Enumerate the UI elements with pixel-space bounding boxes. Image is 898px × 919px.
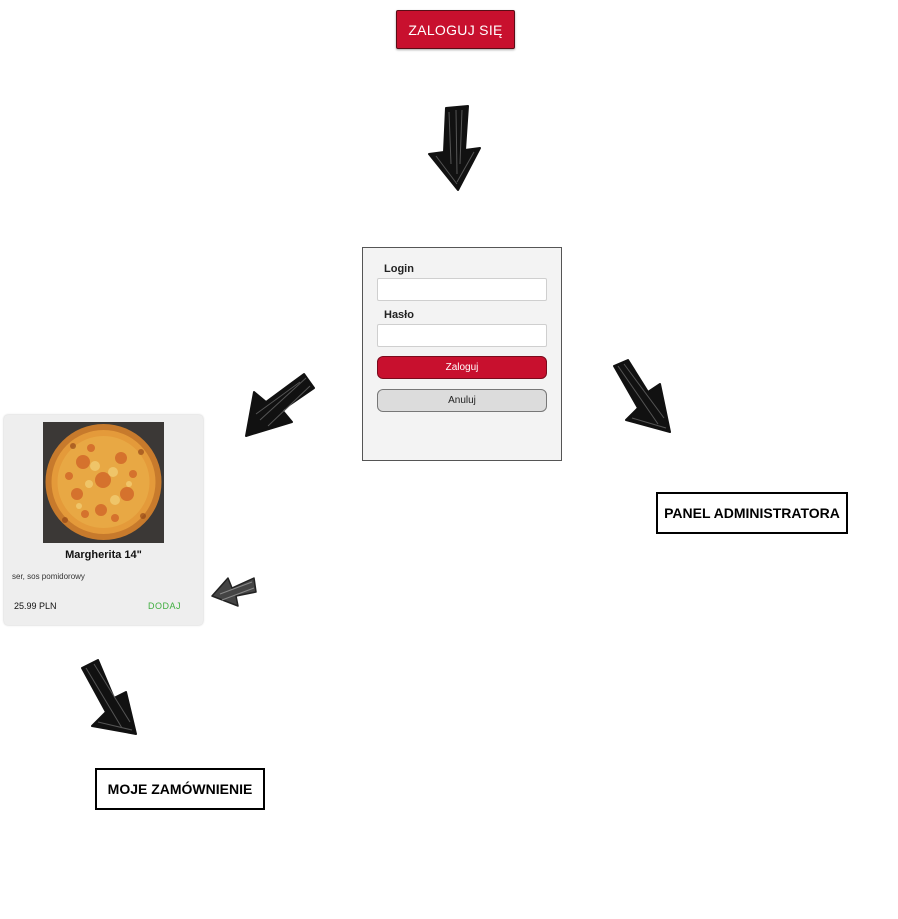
cancel-button[interactable]: Anuluj (377, 389, 547, 412)
login-panel: Login Hasło Zaloguj Anuluj (362, 247, 562, 461)
admin-panel-label: PANEL ADMINISTRATORA (656, 492, 848, 534)
arrow-down-icon (428, 105, 481, 191)
my-order-label: MOJE ZAMÓWNIENIE (95, 768, 265, 810)
pizza-image (43, 422, 164, 543)
password-label: Hasło (384, 309, 414, 321)
password-input[interactable] (377, 324, 547, 347)
submit-login-button[interactable]: Zaloguj (377, 356, 547, 379)
login-label: Login (384, 263, 414, 275)
add-to-cart-button[interactable]: DODAJ (147, 601, 181, 611)
arrow-down-left-icon (245, 373, 315, 437)
arrow-down-right-icon (613, 359, 671, 433)
product-description: ser, sos pomidorowy (12, 572, 85, 581)
product-card: Margherita 14" ser, sos pomidorowy 25.99… (4, 415, 203, 625)
arrow-down-right-icon (81, 659, 137, 735)
login-button[interactable]: ZALOGUJ SIĘ (396, 10, 515, 49)
product-price: 25.99 PLN (14, 601, 57, 611)
arrow-left-icon (211, 577, 257, 607)
login-input[interactable] (377, 278, 547, 301)
product-name: Margherita 14" (65, 549, 142, 561)
